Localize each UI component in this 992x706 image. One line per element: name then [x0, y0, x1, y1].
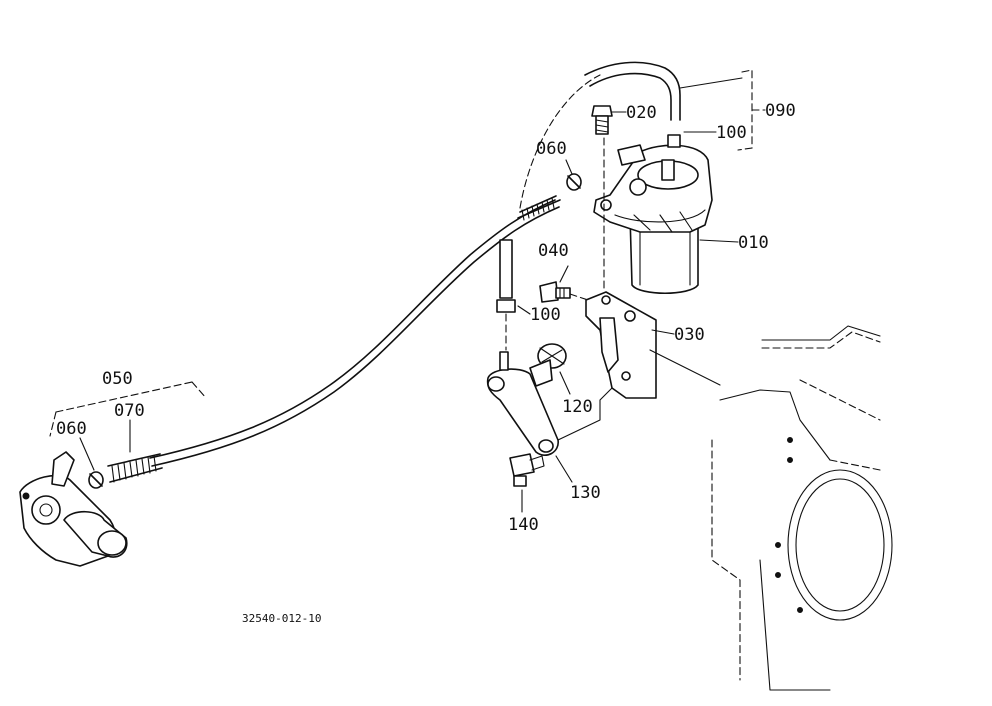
label-100-lower: 100	[530, 305, 561, 325]
clamp-060-lower	[88, 471, 104, 489]
group-bracket-050	[49, 381, 207, 437]
fuel-cock-120	[529, 343, 567, 387]
engine-block	[711, 325, 893, 691]
bolt-140	[509, 453, 545, 487]
label-050: 050	[102, 369, 133, 389]
fuel-filter-010	[593, 134, 713, 294]
label-030: 030	[674, 325, 705, 345]
label-060-upper: 060	[536, 139, 567, 159]
label-100-upper: 100	[716, 123, 747, 143]
leader-lines	[79, 111, 739, 513]
label-070: 070	[114, 401, 145, 421]
label-120: 120	[562, 397, 593, 417]
clamp-060-upper	[566, 173, 582, 191]
bolt-020	[591, 105, 613, 293]
bracket-030	[585, 291, 721, 399]
label-090: 090	[765, 101, 796, 121]
label-140: 140	[508, 515, 539, 535]
hose-vertical	[496, 239, 516, 351]
bolt-040	[539, 281, 589, 303]
label-040: 040	[538, 241, 569, 261]
hose-spring-upper	[517, 195, 561, 221]
label-060-lower: 060	[56, 419, 87, 439]
drawing-code: 32540-012-10	[242, 612, 321, 625]
tank-fitting	[19, 451, 128, 567]
label-010: 010	[738, 233, 769, 253]
fuel-hose-090	[584, 61, 766, 151]
label-130: 130	[570, 483, 601, 503]
hose-spring-070	[107, 453, 163, 483]
label-020: 020	[626, 103, 657, 123]
lever-arm-130	[486, 351, 613, 456]
fuel-hose-050	[149, 74, 601, 467]
